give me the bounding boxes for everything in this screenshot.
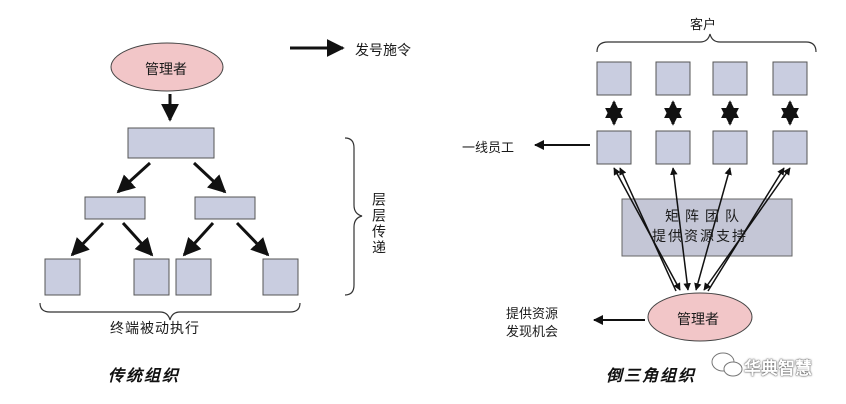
inverted-manager-label: 管理者: [677, 312, 719, 328]
right-brace: [344, 137, 363, 296]
bottom-box-2: [133, 258, 170, 296]
bottom-box-3: [175, 258, 212, 296]
watermark-text: 华典智慧: [744, 359, 812, 379]
customer-box-4: [772, 61, 808, 96]
mid-level-box-right: [194, 196, 256, 220]
provide-resources-label: 提供资源: [506, 307, 559, 322]
top-level-box: [127, 127, 215, 159]
bottom-brace: [39, 302, 301, 321]
layers-transmit-label: 层层传递: [370, 192, 386, 256]
traditional-caption: 传统组织: [108, 366, 181, 385]
find-opportunities-label: 发现机会: [506, 325, 559, 340]
provide-support-label: 提供资源支持: [652, 229, 748, 245]
arrow-mid-left-to-bottom-1: [70, 221, 105, 257]
bottom-box-1: [44, 258, 81, 296]
customer-label: 客户: [690, 18, 717, 33]
frontline-box-4: [772, 130, 808, 165]
matrix-team-label: 矩阵团队: [665, 209, 745, 225]
arrow-top-to-mid-left: [116, 161, 152, 194]
traditional-manager-ellipse: [110, 42, 224, 92]
customer-box-1: [596, 61, 632, 96]
command-label: 发号施令: [355, 43, 411, 59]
frontline-box-1: [596, 130, 632, 165]
arrow-mid-right-to-bottom-3: [182, 221, 215, 257]
frontline-box-2: [655, 130, 691, 165]
passive-execution-label: 终端被动执行: [110, 321, 200, 337]
arrow-mid-left-to-bottom-2: [121, 221, 154, 257]
frontline-box-3: [712, 130, 748, 165]
inverted-manager-ellipse: [647, 292, 753, 342]
frontline-label: 一线员工: [462, 141, 515, 156]
mid-level-box-left: [84, 196, 146, 220]
traditional-manager-label: 管理者: [145, 62, 187, 78]
customer-brace: [596, 33, 817, 53]
arrow-top-to-mid-right: [192, 161, 227, 194]
support-arrows: [613, 167, 791, 292]
customer-box-3: [712, 61, 748, 96]
arrow-mid-right-to-bottom-4: [235, 221, 270, 257]
wechat-logo-icon: [711, 352, 743, 377]
customer-box-2: [655, 61, 691, 96]
bottom-box-4: [262, 258, 299, 296]
inverted-caption: 倒三角组织: [606, 366, 697, 385]
